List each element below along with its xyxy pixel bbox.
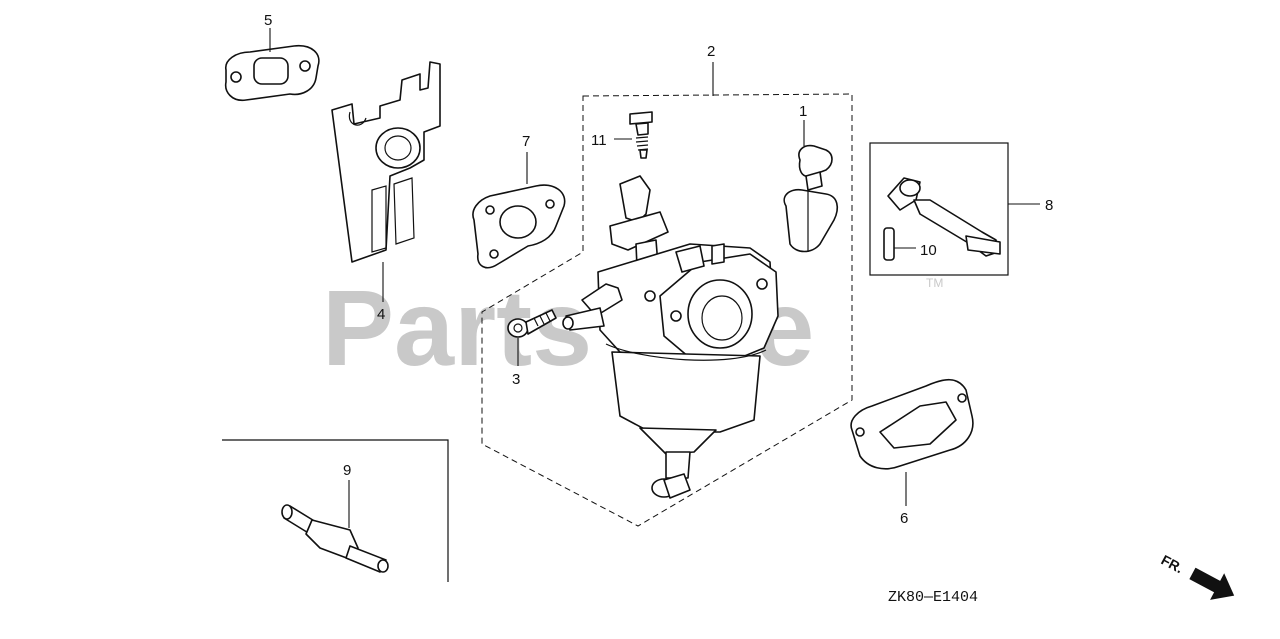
front-direction-indicator: FR.: [1159, 552, 1235, 600]
part-11-screw[interactable]: [629, 111, 653, 159]
callout-4[interactable]: 4: [377, 306, 385, 323]
watermark-trademark: TM: [926, 276, 943, 290]
front-arrow-icon: [1189, 567, 1235, 600]
part-2-carburetor[interactable]: [562, 175, 779, 499]
part-7-gasket[interactable]: [472, 184, 566, 269]
part-3-screw[interactable]: [507, 309, 557, 338]
part-1-float-needle[interactable]: [783, 144, 839, 253]
part-6-gasket[interactable]: [850, 378, 974, 470]
callout-7[interactable]: 7: [522, 133, 530, 150]
part-4-insulator-plate[interactable]: [331, 61, 441, 263]
callout-11[interactable]: 11: [591, 132, 607, 149]
callout-9[interactable]: 9: [343, 462, 351, 479]
part-8-lever[interactable]: [887, 177, 1001, 257]
callout-3[interactable]: 3: [512, 371, 520, 388]
part-9-region-frame: [222, 439, 449, 582]
assembly-8-box: [869, 142, 1009, 276]
drawing-code: ZK80—E1404: [888, 589, 978, 606]
callout-1[interactable]: 1: [799, 103, 807, 120]
callout-6[interactable]: 6: [900, 510, 908, 527]
part-10-pin[interactable]: [883, 227, 895, 261]
part-5-gasket[interactable]: [224, 44, 320, 102]
callout-8[interactable]: 8: [1045, 197, 1053, 214]
assembly-2-boundary: [481, 93, 853, 527]
front-indicator-label: FR.: [1159, 552, 1186, 577]
callout-10[interactable]: 10: [920, 242, 937, 259]
callout-5[interactable]: 5: [264, 12, 272, 29]
part-9-fuel-filter[interactable]: [281, 504, 389, 573]
callout-2[interactable]: 2: [707, 43, 715, 60]
